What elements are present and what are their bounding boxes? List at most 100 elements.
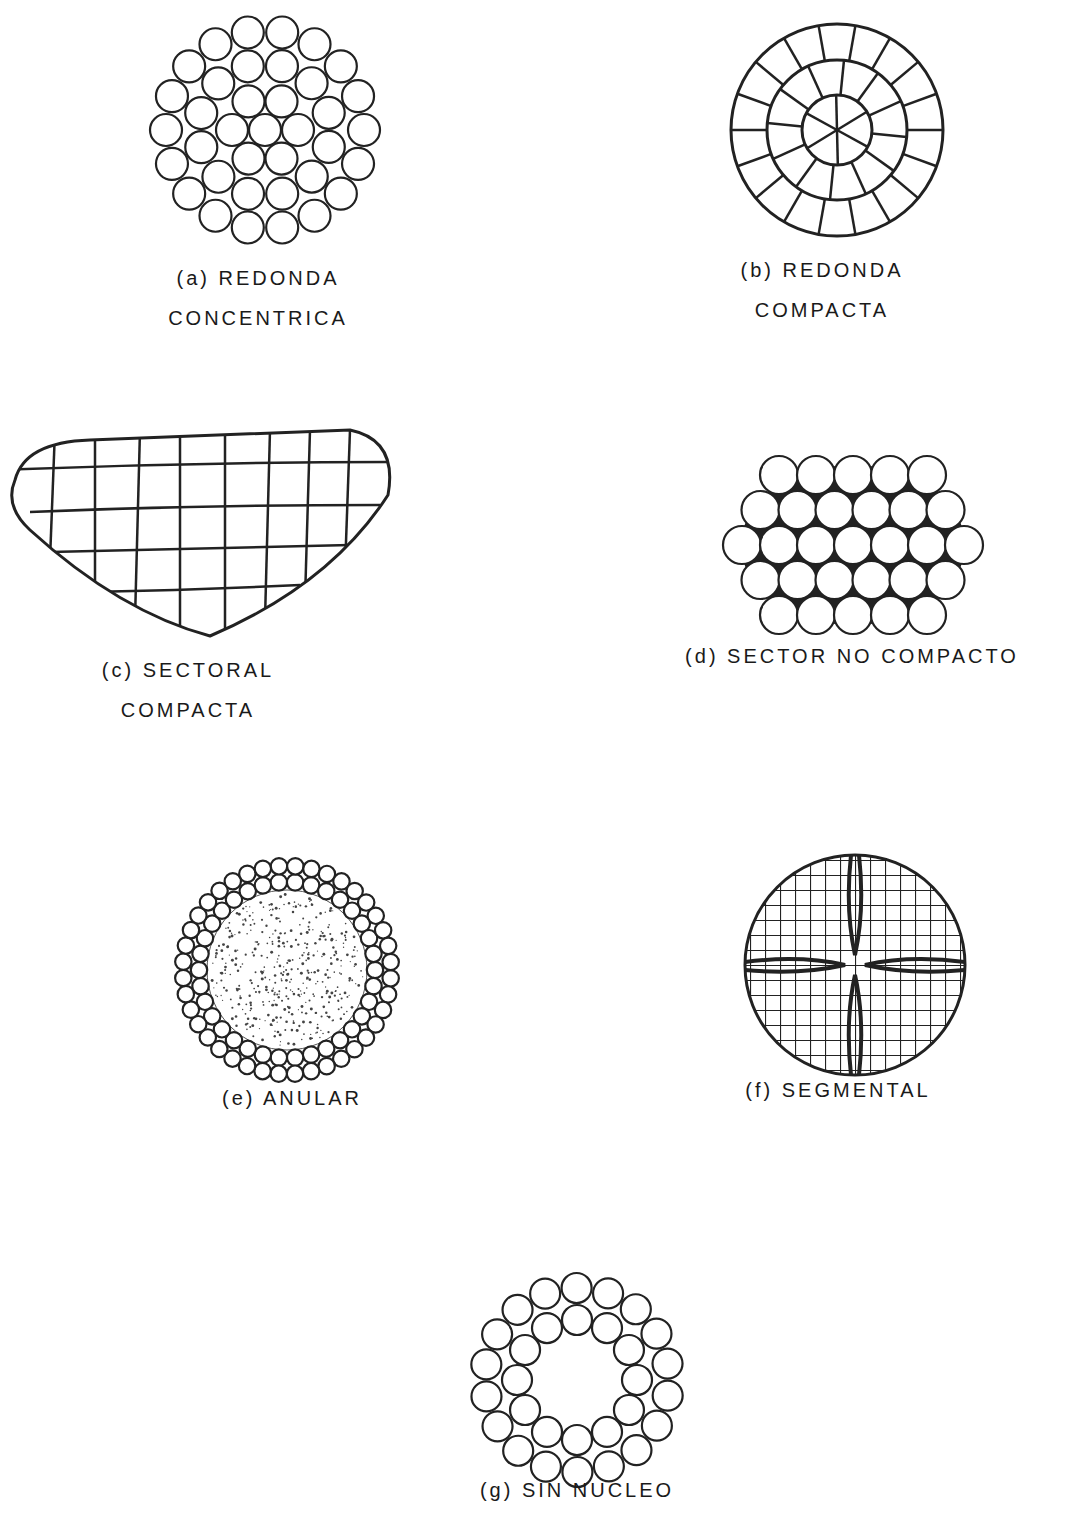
stipple [246, 1029, 248, 1031]
stipple [267, 992, 269, 994]
stipple [253, 954, 255, 956]
strand [871, 596, 909, 634]
stipple [307, 972, 309, 974]
stipple [345, 939, 347, 941]
stipple [320, 1030, 321, 1031]
stipple [287, 1006, 289, 1008]
strand [255, 861, 271, 877]
stipple [341, 1007, 343, 1009]
figure-caption: (d) SECTOR NO COMPACTO [612, 636, 1066, 676]
stipple [283, 946, 285, 948]
stipple [276, 961, 277, 962]
segment-line [840, 60, 843, 95]
segment-line [819, 26, 825, 61]
figure-caption: (e) ANULAR [142, 1078, 442, 1118]
stipple [234, 934, 235, 935]
stipple [274, 1004, 276, 1006]
strand [266, 211, 298, 243]
stipple [301, 954, 303, 956]
strand [562, 1273, 592, 1303]
segment-line [851, 162, 865, 194]
strand [614, 1335, 644, 1365]
strand [816, 491, 854, 529]
stipple [282, 942, 285, 945]
stipple [265, 986, 268, 989]
stipple [217, 996, 219, 998]
stipple [287, 973, 289, 975]
strand [779, 561, 817, 599]
stipple [250, 924, 252, 926]
stipple [321, 931, 322, 932]
strand [723, 526, 761, 564]
segment-line [903, 94, 937, 106]
stipple [343, 947, 344, 948]
stipple [306, 947, 308, 949]
stipple [264, 977, 266, 979]
stipple [238, 931, 240, 933]
stipple [308, 897, 311, 900]
stipple [322, 1006, 325, 1009]
stipple [272, 941, 274, 943]
stipple [322, 981, 324, 983]
stipple [335, 950, 338, 953]
stipple [312, 993, 314, 995]
stipple [319, 912, 322, 915]
stipple [271, 990, 273, 992]
stipple [279, 1033, 282, 1036]
stipple [340, 960, 342, 962]
stipple [222, 1000, 223, 1001]
segment-line [807, 130, 837, 148]
strand [562, 1425, 592, 1455]
stipple [319, 1037, 320, 1038]
stipple [261, 919, 263, 921]
stipple [313, 971, 316, 974]
stipple [360, 970, 362, 972]
strand [233, 85, 265, 117]
strand [816, 561, 854, 599]
stipple [288, 1011, 290, 1013]
strand [742, 561, 780, 599]
stipple [346, 953, 349, 956]
stipple [302, 917, 304, 919]
stipple [283, 971, 285, 973]
strand [266, 17, 298, 49]
stipple [280, 1041, 281, 1042]
stipple [327, 926, 329, 928]
stipple [269, 910, 270, 911]
stipple [306, 987, 308, 989]
stipple [250, 1007, 252, 1009]
stipple [304, 942, 306, 944]
strand [483, 1411, 513, 1441]
stipple [327, 977, 329, 979]
stipple [277, 1031, 280, 1034]
stipple [251, 1024, 254, 1027]
stipple [261, 978, 264, 981]
strand [908, 596, 946, 634]
stipple [285, 932, 286, 933]
stipple [262, 978, 263, 979]
strand [642, 1411, 672, 1441]
figure-caption: (g) SIN NUCLEO [427, 1470, 727, 1510]
stipple [253, 923, 255, 925]
stipple [249, 906, 250, 907]
stipple [290, 929, 293, 932]
stipple [354, 963, 357, 966]
stipple [321, 1015, 323, 1017]
stipple [286, 962, 288, 964]
strand [908, 526, 946, 564]
stipple [264, 966, 266, 968]
stipple [274, 982, 276, 984]
stipple [264, 1020, 265, 1021]
stipple [315, 983, 316, 984]
stipple [272, 1020, 273, 1021]
strand [503, 1295, 533, 1325]
stipple [242, 1009, 243, 1010]
stipple [231, 934, 234, 937]
stipple [226, 946, 229, 949]
strand [287, 858, 303, 874]
stipple [270, 1023, 273, 1026]
stipple [328, 995, 331, 998]
stipple [283, 966, 284, 967]
stipple [218, 945, 220, 947]
